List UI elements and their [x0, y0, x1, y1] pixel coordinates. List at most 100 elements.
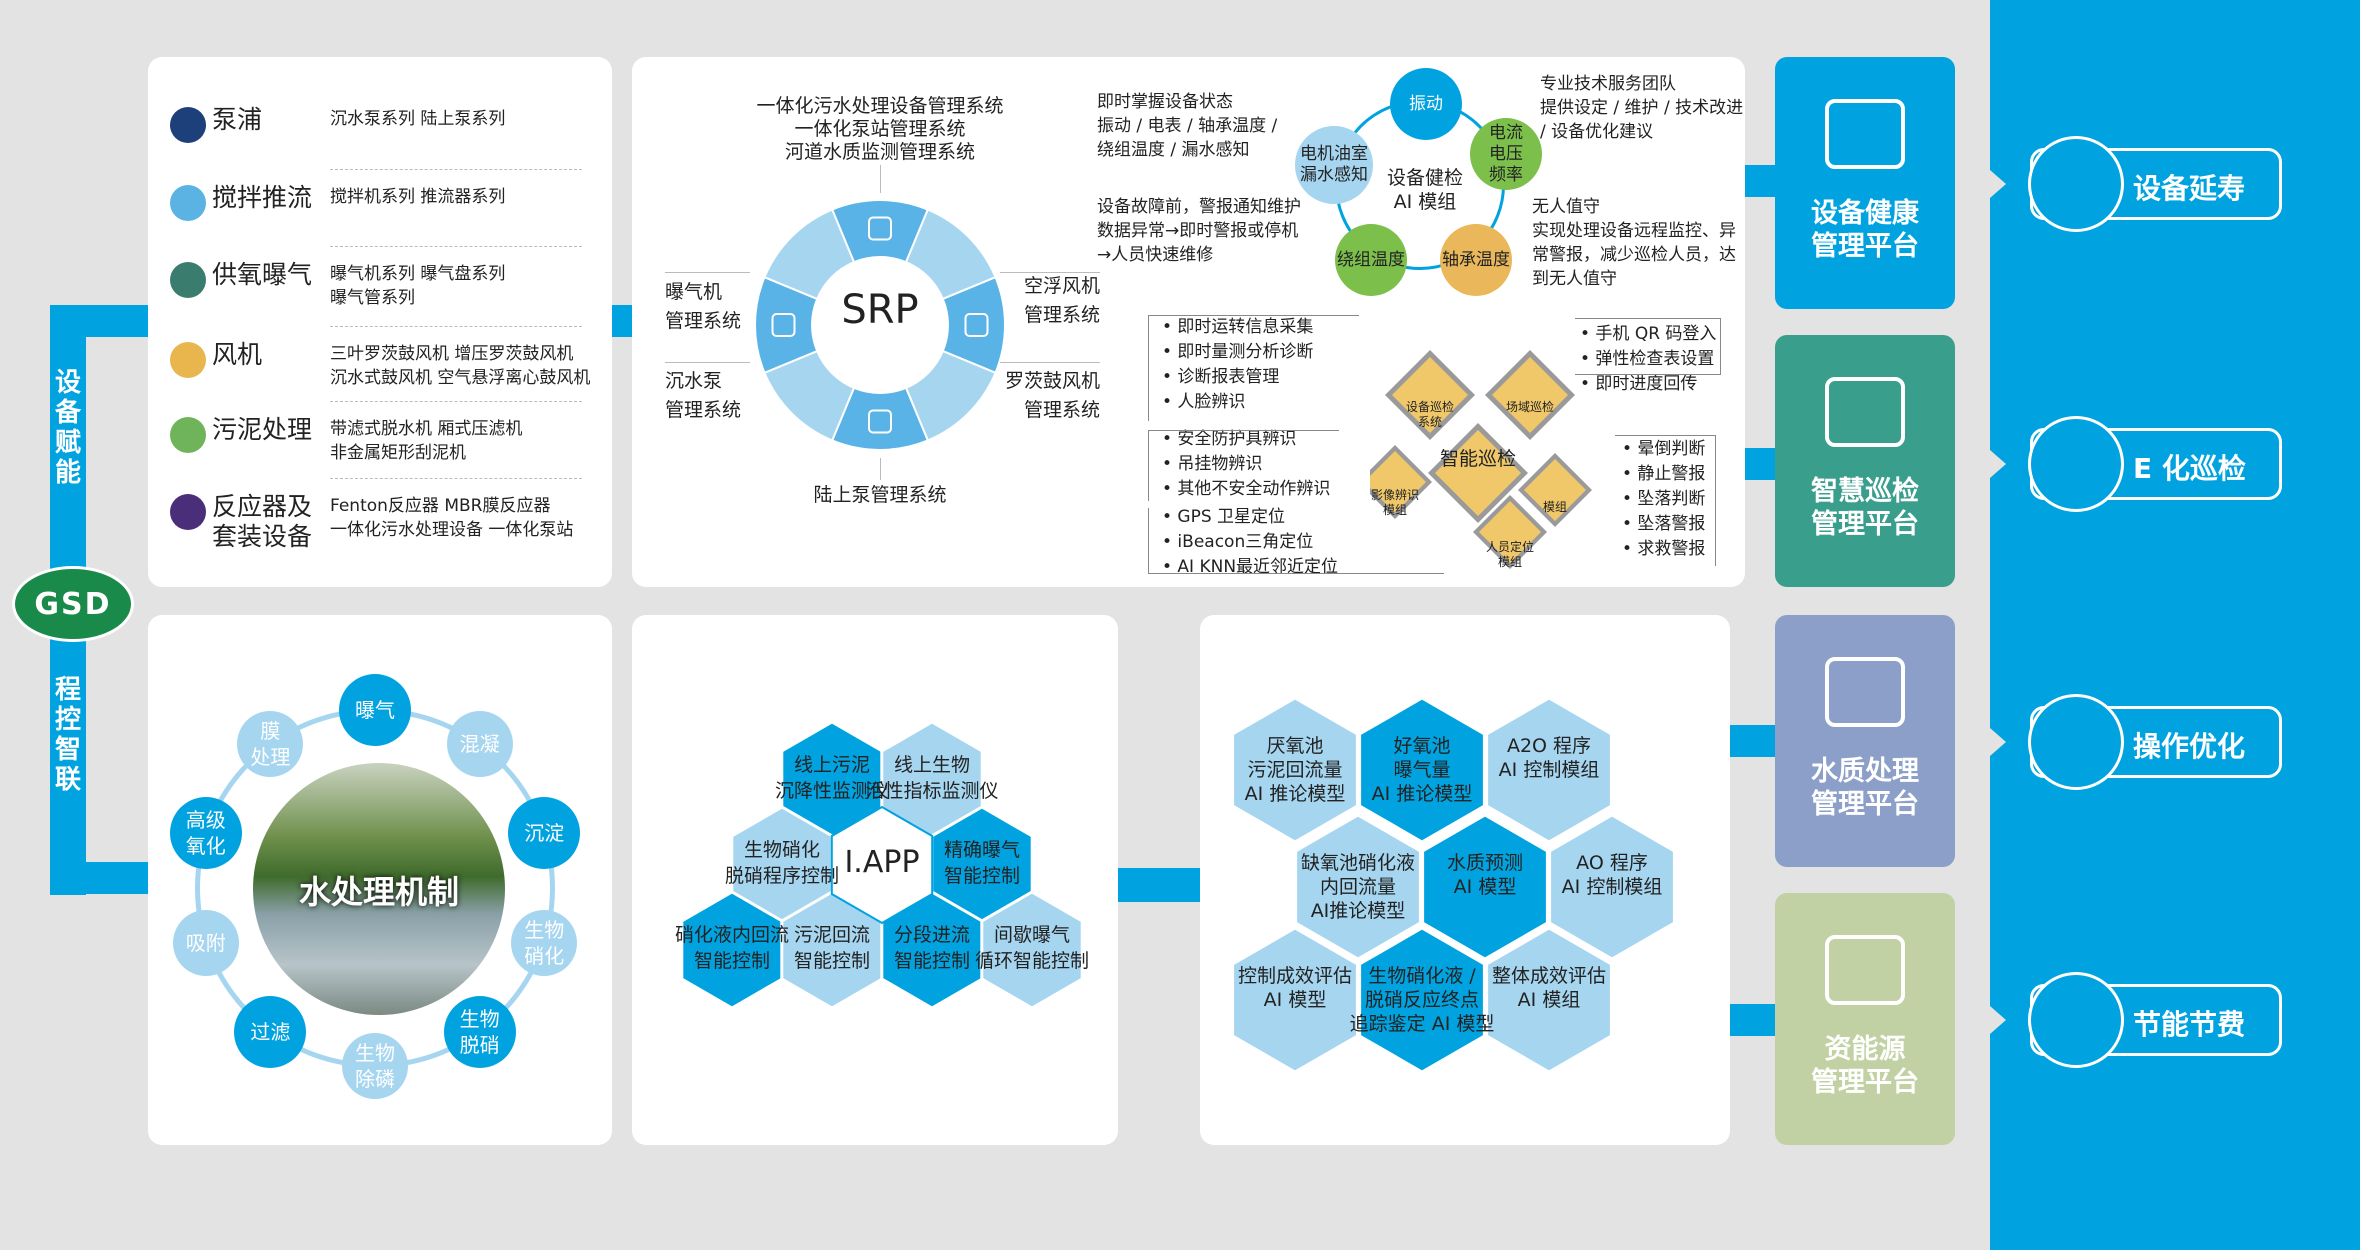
ai-model-hex [1231, 926, 1359, 1074]
srp-left1-label: 曝气机 管理系统 [665, 281, 742, 332]
health-unattended-text: 无人值守 实现处理设备远程监控、异 常警报，减少巡检人员，达 到无人值守 [1532, 197, 1736, 289]
hand-coin-icon [2028, 972, 2124, 1068]
equipment-category-name: 污泥处理 [212, 415, 313, 444]
inspect-d5-label: 人员定位 模组 [1485, 540, 1534, 569]
platform-card[interactable]: 资能源 管理平台 [1775, 893, 1955, 1145]
health-node: 电流 电压 频率 [1470, 118, 1542, 190]
water-cycle-step: 生物 硝化 [511, 910, 578, 976]
inspect-list-4: • 手机 QR 码登入 • 弹性检查表设置 • 即时进度回传 [1580, 324, 1717, 394]
gsd-logo-text: GSD [34, 587, 112, 622]
inspect-bracket-2 [1148, 430, 1339, 501]
inspect-bracket-5 [1615, 435, 1716, 566]
equipment-category-items: Fenton反应器 MBR膜反应器 一体化污水处理设备 一体化泵站 [330, 496, 574, 540]
srp-line-bottom [880, 458, 881, 480]
water-cycle-step: 生物 除磷 [342, 1033, 408, 1099]
ai-model-label: 缺氧池硝化液 内回流量 AI推论模型 [1300, 852, 1415, 922]
srp-center-label: SRP [841, 287, 919, 333]
srp-left2-label: 沉水泵 管理系统 [665, 370, 742, 421]
mixer-icon [170, 185, 206, 221]
iapp-center-label: I.APP [844, 845, 920, 880]
ai-model-hex [1231, 696, 1359, 844]
benefit-arrow [1990, 450, 2006, 478]
benefit-pill[interactable]: 操作优化 [2030, 706, 2282, 778]
network-icon [1825, 377, 1905, 447]
srp-segment-icon [964, 313, 989, 337]
equipment-divider [330, 401, 582, 402]
water-cycle-step: 吸附 [172, 910, 239, 976]
inspect-list-2: • 安全防护具辨识 • 吊挂物辨识 • 其他不安全动作辨识 [1162, 429, 1331, 499]
water-cycle-step: 沉淀 [508, 796, 581, 869]
ai-model-label: 水质预测 AI 模型 [1446, 852, 1523, 898]
iapp-hex-label: 线上生物 活性指标监测仪 [865, 754, 999, 802]
benefit-pill[interactable]: E 化巡检 [2030, 428, 2282, 500]
ai-model-hex [1485, 696, 1613, 844]
equipment-category-items: 搅拌机系列 推流器系列 [330, 187, 506, 207]
platform-card[interactable]: 智慧巡检 管理平台 [1775, 335, 1955, 587]
benefit-pill[interactable]: 设备延寿 [2030, 148, 2282, 220]
srp-segment-icon [868, 216, 892, 241]
srp-segment-icon [771, 313, 796, 337]
equipment-category-items: 曝气机系列 曝气盘系列 曝气管系列 [330, 264, 506, 308]
connector-water [1730, 725, 1775, 757]
platform-card[interactable]: 设备健康 管理平台 [1775, 57, 1955, 309]
srp-line-left1 [665, 272, 750, 273]
ai-model-label: A2O 程序 AI 控制模组 [1498, 735, 1600, 781]
inspect-diamonds [1370, 350, 1592, 569]
health-node: 振动 [1390, 68, 1462, 140]
benefit-label: 操作优化 [2133, 730, 2246, 763]
left-connector-bottom [50, 862, 148, 894]
aeration-icon [170, 262, 206, 298]
gsd-logo: GSD [12, 566, 134, 642]
water-cycle-step: 过滤 [234, 996, 307, 1068]
srp-line-right2 [1000, 362, 1100, 363]
srp-bottom-label: 陆上泵管理系统 [813, 484, 947, 506]
iapp-hex [980, 890, 1084, 1010]
iapp-hex-label: 间歇曝气 循环智能控制 [974, 924, 1089, 972]
water-cycle-center-label: 水处理机制 [298, 873, 459, 911]
srp-right2-label: 罗茨鼓风机 管理系统 [1004, 370, 1100, 421]
ai-model-hex [1358, 926, 1486, 1074]
benefit-label: 节能节费 [2133, 1008, 2246, 1041]
inspect-d3-label: 影像辨识 模组 [1370, 488, 1419, 517]
inspect-d2-label: 场域巡检 [1505, 400, 1554, 414]
iapp-hex-label: 线上污泥 沉降性监测仪 [774, 754, 889, 802]
health-node: 电机油室 漏水感知 [1295, 126, 1373, 204]
water-cycle-step: 混凝 [446, 710, 513, 777]
srp-line-left2 [665, 362, 750, 363]
benefit-arrow [1990, 1006, 2006, 1034]
ai-model-hex [1485, 926, 1613, 1074]
blower-icon [170, 342, 206, 378]
inspect-bracket-1 [1148, 315, 1359, 421]
left-top-label: 设备赋能 [54, 368, 81, 488]
benefit-arrow [1990, 170, 2006, 198]
inspect-list-5: • 晕倒判断 • 静止警报 • 坠落判断 • 坠落警报 • 求救警报 [1622, 439, 1706, 559]
inspect-d4-label: 模组 [1542, 500, 1567, 514]
ai-model-hex [1358, 696, 1486, 844]
left-connector-top [50, 305, 148, 337]
srp-donut-chart [754, 199, 1006, 451]
ai-model-hex [1421, 813, 1549, 961]
platform-title: 资能源 管理平台 [1811, 1034, 1919, 1098]
platform-title: 水质处理 管理平台 [1811, 756, 1919, 820]
srp-segment-icon [868, 409, 892, 434]
platform-title: 设备健康 管理平台 [1811, 198, 1919, 262]
health-status-text: 即时掌握设备状态 振动 / 电表 / 轴承温度 / 绕组温度 / 漏水感知 [1097, 92, 1278, 160]
equipment-category-name: 反应器及 套装设备 [212, 492, 313, 551]
equipment-divider [330, 169, 582, 170]
monitor-icon [1825, 99, 1905, 169]
equipment-divider [330, 478, 582, 479]
benefit-label: E 化巡检 [2133, 452, 2246, 485]
equipment-category-items: 带滤式脱水机 厢式压滤机 非金属矩形刮泥机 [330, 419, 523, 463]
health-node: 轴承温度 [1440, 224, 1512, 296]
ai-model-label: 控制成效评估 AI 模型 [1237, 965, 1352, 1011]
iapp-hex-label: 分段进流 智能控制 [893, 924, 970, 972]
connector-energy [1730, 1004, 1775, 1036]
platform-card[interactable]: 水质处理 管理平台 [1775, 615, 1955, 867]
health-warning-text: 设备故障前，警报通知维护 数据异常→即时警报或停机 →人员快速维修 [1097, 197, 1301, 265]
srp-line-right1 [1000, 272, 1100, 273]
srp-top-label: 一体化污水处理设备管理系统 一体化泵站管理系统 河道水质监测管理系统 [756, 95, 1004, 163]
equipment-category-items: 沉水泵系列 陆上泵系列 [330, 109, 506, 129]
people-chart-icon [2028, 694, 2124, 790]
ai-model-hex [1548, 813, 1676, 961]
connector-inspect [1745, 448, 1775, 480]
